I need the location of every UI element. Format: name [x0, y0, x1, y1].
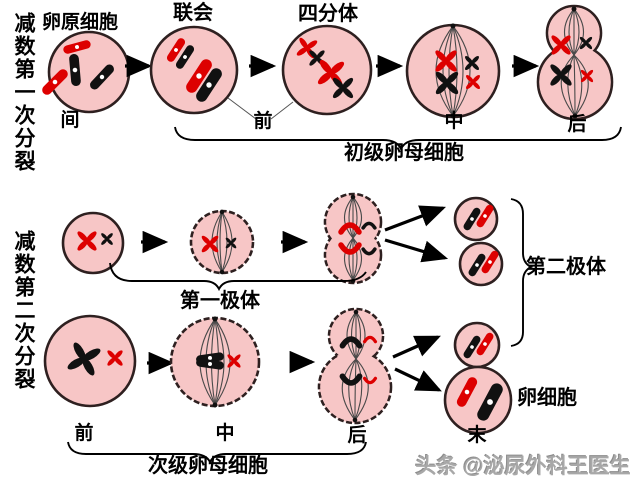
cell-tetrad — [281, 24, 373, 116]
spindle-pole — [212, 402, 218, 408]
cell-metaphase1 — [405, 23, 501, 119]
cell-anaphase1 — [536, 4, 614, 121]
spindle-pole — [450, 23, 456, 29]
cell-second-polar-body-1 — [453, 196, 499, 242]
spindle-pole — [571, 6, 577, 12]
spindle-pole — [219, 209, 225, 215]
arrow-icon — [384, 205, 446, 232]
arrow-icon — [392, 335, 441, 359]
label-anaphase-2: 后 — [347, 425, 367, 446]
spindle-pole — [350, 194, 356, 200]
label-metaphase-2: 中 — [215, 423, 235, 444]
cell-synapsis — [149, 25, 239, 115]
label-egg-cell: 卵细胞 — [517, 387, 577, 409]
spindle-pole — [572, 113, 578, 119]
arrow-icon — [384, 238, 449, 263]
cell-secondary-oocyte-prophase — [43, 314, 137, 408]
label-telophase-2: 末 — [467, 425, 487, 446]
label-oogonium: 卵原细胞 — [41, 12, 119, 33]
label-primary-oocyte: 初级卵母细胞 — [344, 142, 464, 164]
cell-second-polar-body-3 — [453, 321, 501, 369]
label-prophase-1: 前 — [253, 111, 273, 132]
label-prophase-2: 前 — [74, 423, 94, 444]
spindle-pole — [212, 316, 218, 322]
brace-secondary-oocyte — [67, 441, 367, 465]
cell-secondary-oocyte-anaphase — [317, 307, 393, 425]
label-interphase-1: 间 — [60, 110, 80, 131]
cell-polar-body-metaphase2 — [189, 209, 255, 275]
brace-primary-oocyte — [174, 126, 622, 152]
spindle-pole — [219, 269, 225, 275]
cell-polar-body-1 — [61, 211, 125, 275]
brace-first-polar-body — [109, 262, 367, 292]
callout-line — [227, 97, 257, 120]
spindle-pole — [450, 113, 456, 119]
label-second-polar-body: 第二极体 — [526, 256, 606, 278]
cell-second-polar-body-2 — [458, 241, 504, 287]
arrow-icon — [394, 367, 442, 392]
label-metaphase-1: 中 — [444, 111, 464, 132]
label-secondary-oocyte: 次级卵母细胞 — [148, 455, 268, 477]
label-meiosis-1: 减数第一次分裂 — [12, 12, 35, 173]
label-tetrad: 四分体 — [298, 3, 358, 25]
label-anaphase-1: 后 — [567, 114, 587, 135]
watermark: 头条 @泌尿外科王医生 — [415, 455, 631, 478]
label-first-polar-body: 第一极体 — [180, 290, 260, 312]
brace-second-polar-body — [510, 198, 534, 347]
spindle-pole — [352, 417, 358, 423]
label-synapsis: 联会 — [173, 2, 213, 24]
cell-oogonium — [40, 30, 131, 114]
spindle-pole — [353, 309, 359, 315]
label-meiosis-2: 减数第二次分裂 — [12, 230, 35, 391]
cell-secondary-oocyte-metaphase — [169, 316, 261, 408]
callout-line — [270, 101, 294, 120]
cell-polar-body-anaphase2 — [323, 192, 383, 285]
cell-egg — [443, 365, 513, 435]
